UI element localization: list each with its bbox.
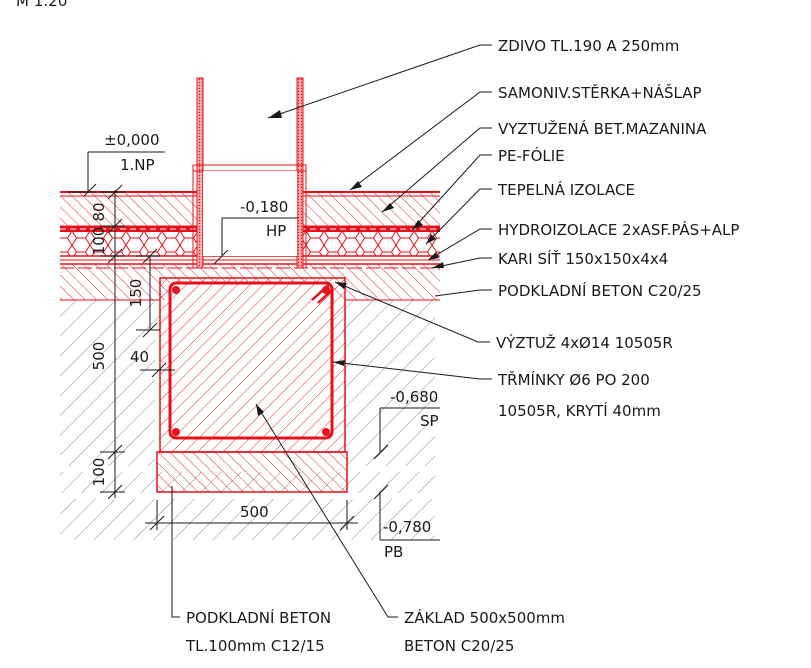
label-folie: PE-FÓLIE	[498, 146, 565, 165]
walls	[192, 77, 307, 269]
label-podkladni-bottom-1: PODKLADNÍ BETON	[186, 608, 331, 627]
level-hp-name: HP	[266, 222, 286, 240]
label-hydro: HYDROIZOLACE 2xASF.PÁS+ALP	[498, 220, 739, 239]
level-sp-name: SP	[420, 412, 439, 430]
label-podkladni-top: PODKLADNÍ BETON C20/25	[498, 281, 702, 300]
label-podkladni-bottom-2: TL.100mm C12/15	[185, 637, 325, 655]
dimension-lines	[68, 151, 440, 541]
label-sterka: SAMONIV.STĚRKA+NÁŠLAP	[498, 83, 702, 102]
label-zaklad-2: BETON C20/25	[404, 637, 514, 655]
dim-500-vertical: 500	[90, 342, 108, 371]
label-trminky-1: TŘMÍNKY Ø6 PO 200	[497, 370, 650, 389]
dim-500-horizontal: 500	[240, 503, 269, 521]
label-mazanina: VYZTUŽENÁ BET.MAZANINA	[498, 119, 707, 138]
level-pb-name: PB	[384, 543, 403, 561]
leader-lines	[171, 44, 492, 618]
label-vyztuz: VÝZTUŽ 4xØ14 10505R	[496, 333, 673, 352]
level-sp-value: -0,680	[390, 388, 438, 406]
scale-note: M 1:20	[16, 0, 67, 10]
level-hp-value: -0,180	[240, 198, 288, 216]
leader-arrows	[256, 110, 444, 416]
label-trminky-2: 10505R, KRYTÍ 40mm	[498, 401, 661, 420]
dim-80: 80	[90, 202, 108, 221]
dim-100-bottom: 100	[90, 458, 108, 487]
label-zdivo: ZDIVO TL.190 A 250mm	[498, 37, 679, 55]
level-floor-name: 1.NP	[120, 156, 155, 174]
dim-100-top: 100	[90, 227, 108, 256]
dim-40: 40	[130, 348, 149, 366]
level-pb-value: -0,780	[383, 518, 431, 536]
label-zaklad-1: ZÁKLAD 500x500mm	[404, 608, 565, 627]
label-izolace: TEPELNÁ IZOLACE	[497, 180, 635, 199]
label-kari: KARI SÍŤ 150x150x4x4	[498, 249, 668, 268]
dim-150: 150	[127, 279, 145, 308]
level-floor-value: ±0,000	[104, 131, 160, 149]
footing	[156, 277, 348, 493]
